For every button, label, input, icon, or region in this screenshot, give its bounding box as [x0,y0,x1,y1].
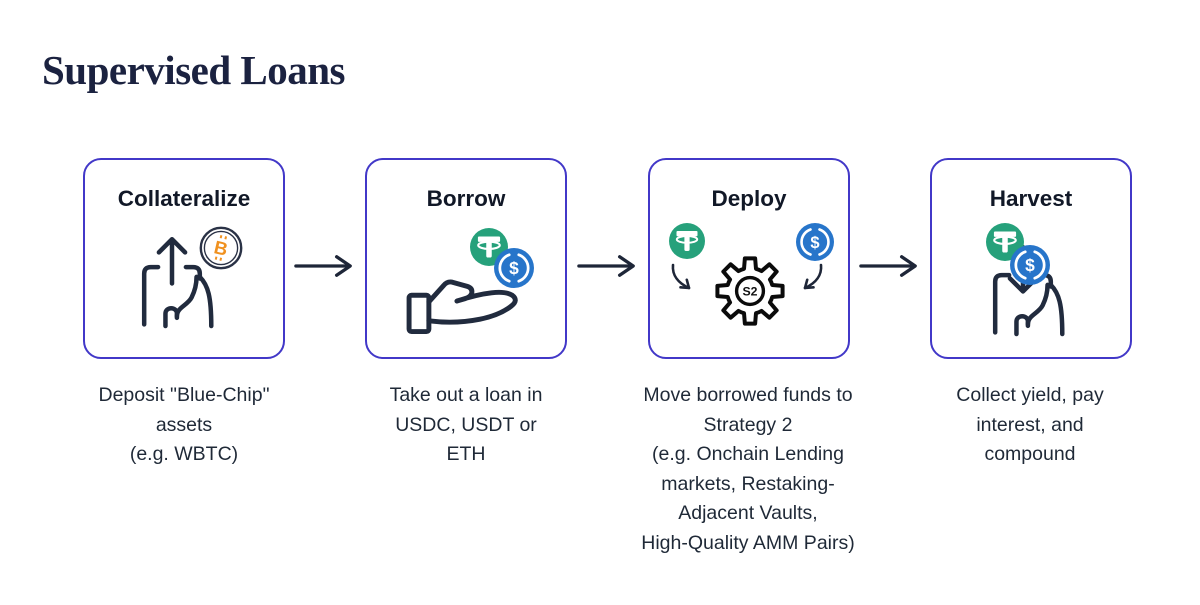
step-description-deploy: Move borrowed funds to Strategy 2 (e.g. … [641,384,855,554]
dollar-symbol: $ [1025,255,1035,275]
step-title: Harvest [989,186,1073,211]
tether-coin-icon [669,223,705,259]
step-card-harvest: Harvest $ [930,158,1132,359]
usdc-coin-icon: $ [1010,245,1050,285]
step-card-deploy: Deploy $ [648,158,850,359]
tether-coin-icon [986,223,1024,261]
usdc-coin-icon: $ [494,248,534,288]
curved-arrow-right-icon [803,263,823,290]
step-description-harvest: Collect yield, pay interest, and compoun… [956,384,1104,465]
flow-arrow-icon [859,255,917,277]
wbtc-coin-icon: B [199,226,243,270]
step-title: Deploy [711,186,787,211]
strategy-gear-icon: S2 [715,256,785,326]
page-title: Supervised Loans [42,47,346,93]
flow-arrow-icon [577,255,635,277]
dollar-symbol: $ [810,234,819,252]
step-description-collateralize: Deposit "Blue-Chip" assets (e.g. WBTC) [98,384,270,465]
hand-deposit-up-icon [141,237,214,329]
step-title: Collateralize [117,186,251,211]
step-title: Borrow [426,186,506,211]
step-card-collateralize: Collateralize B [83,158,285,359]
usdc-coin-icon: $ [796,223,834,261]
bitcoin-symbol: B [212,236,230,259]
hand-receive-icon [406,279,518,335]
step-card-borrow: Borrow $ [365,158,567,359]
dollar-symbol: $ [509,258,519,278]
strategy-gear-label: S2 [743,285,758,299]
curved-arrow-left-icon [671,263,691,290]
hand-harvest-down-icon [992,245,1065,337]
flow-arrow-icon [294,255,352,277]
step-description-borrow: Take out a loan in USDC, USDT or ETH [389,384,543,465]
